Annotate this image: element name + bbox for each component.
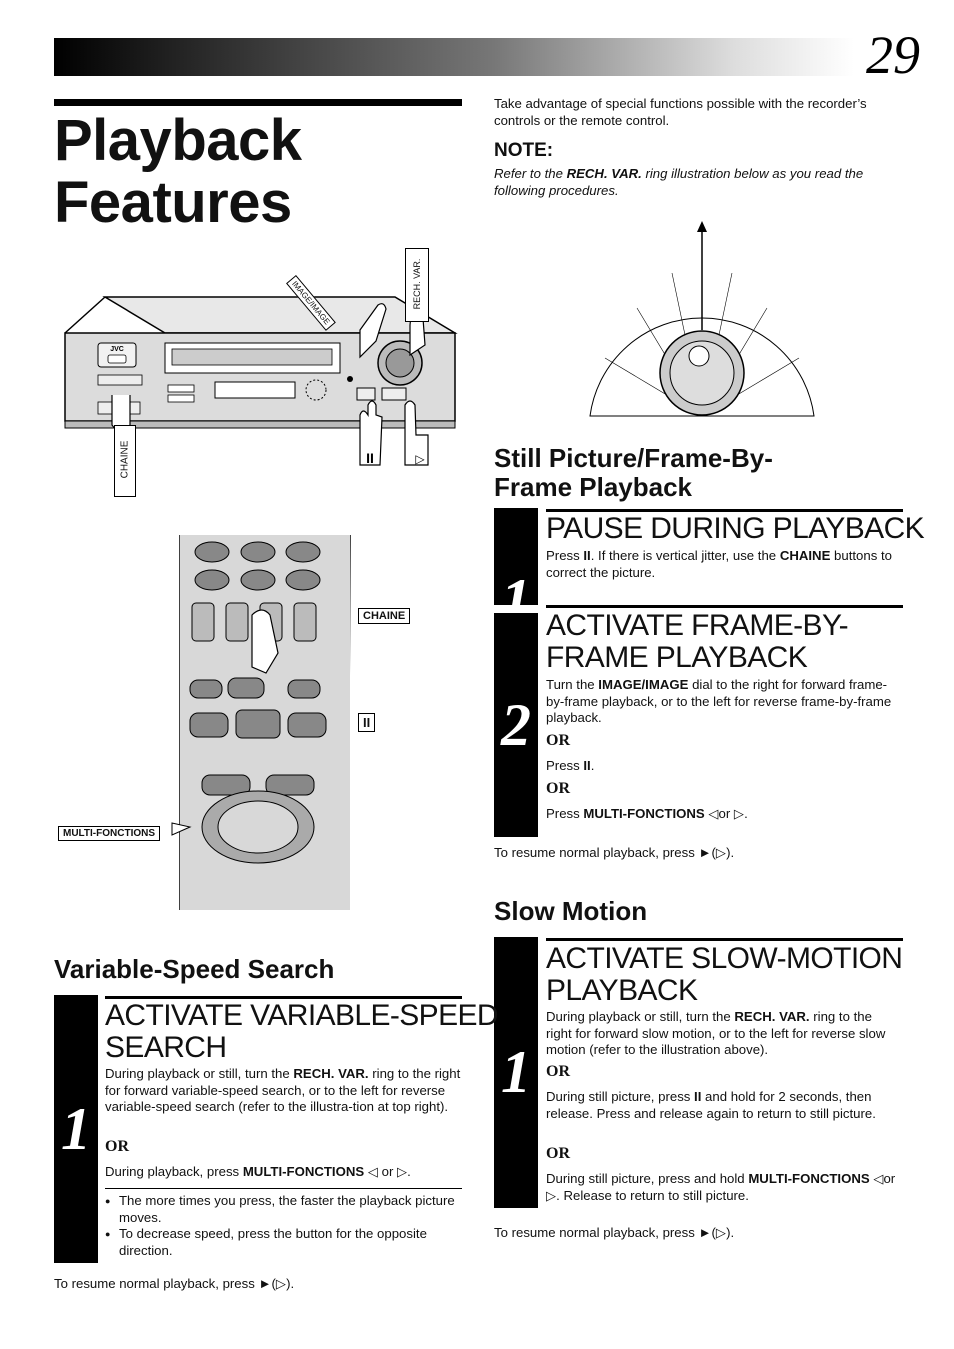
slow-step1-alt2: During still picture, press and hold MUL… bbox=[546, 1171, 896, 1203]
pause-button-label: II bbox=[366, 450, 374, 466]
rech-var-callout: RECH. VAR. bbox=[405, 248, 429, 322]
still-resume-text: To resume normal playback, press ►(▷). bbox=[494, 845, 735, 860]
intro-text: Take advantage of special functions poss… bbox=[494, 96, 867, 128]
multi-fonctions-callout: MULTI-FONCTIONS bbox=[58, 826, 161, 841]
slow-step1-rule bbox=[546, 938, 903, 941]
still-step2-or2: OR bbox=[546, 780, 570, 797]
still-step1-title: PAUSE DURING PLAYBACK bbox=[546, 512, 925, 545]
slow-step1-alt1: During still picture, press II and hold … bbox=[546, 1089, 876, 1121]
variable-step1-title: ACTIVATE VARIABLE-SPEED SEARCH bbox=[105, 999, 499, 1064]
still-step2-title: ACTIVATE FRAME-BY- FRAME PLAYBACK bbox=[546, 609, 849, 674]
slow-step1-number: 1 bbox=[494, 937, 538, 1208]
header-gradient-bar bbox=[54, 38, 854, 76]
page-title-line2: Features bbox=[54, 170, 292, 235]
variable-section-heading: Variable-Speed Search bbox=[54, 954, 335, 984]
pause-remote-callout: II bbox=[358, 713, 376, 732]
still-step2-number: 2 bbox=[494, 605, 538, 837]
still-step2-alt1: Press II. bbox=[546, 758, 595, 773]
page-title-line1: Playback bbox=[54, 108, 302, 173]
variable-step1-or1: OR bbox=[105, 1138, 129, 1155]
page-number: 29 bbox=[866, 25, 920, 85]
chaine-remote-callout: CHAINE bbox=[358, 608, 411, 624]
slow-step1-text: During playback or still, turn the RECH.… bbox=[546, 1009, 886, 1057]
remote-illustration bbox=[171, 535, 351, 910]
variable-bullet-item: To decrease speed, press the button for … bbox=[105, 1226, 455, 1259]
rech-var-ring-illustration bbox=[589, 221, 815, 417]
vcr-illustration: JVC II ▷ bbox=[64, 296, 458, 466]
variable-step1-alt1: During playback, press MULTI-FONCTIONS ◁… bbox=[105, 1164, 411, 1179]
variable-step1-number: 1 bbox=[54, 995, 98, 1263]
variable-step1-rule bbox=[105, 996, 462, 999]
slow-resume-text: To resume normal playback, press ►(▷). bbox=[494, 1225, 735, 1240]
slow-step1-or2: OR bbox=[546, 1145, 570, 1162]
still-step2-rule bbox=[546, 605, 903, 608]
note-heading: NOTE: bbox=[494, 140, 554, 161]
title-rule bbox=[54, 99, 462, 106]
slow-step1-title: ACTIVATE SLOW-MOTION PLAYBACK bbox=[546, 942, 903, 1007]
still-step2-alt2: Press MULTI-FONCTIONS ◁or ▷. bbox=[546, 806, 748, 821]
still-section-heading: Still Picture/Frame-By- Frame Playback bbox=[494, 443, 773, 502]
variable-step1-text: During playback or still, turn the RECH.… bbox=[105, 1066, 461, 1114]
note-text: Refer to the RECH. VAR. ring illustratio… bbox=[494, 166, 864, 198]
variable-bullet-list: The more times you press, the faster the… bbox=[105, 1193, 455, 1259]
still-step2-text: Turn the IMAGE/IMAGE dial to the right f… bbox=[546, 677, 892, 725]
variable-resume-text: To resume normal playback, press ►(▷). bbox=[54, 1276, 295, 1291]
page-title: Playback Features bbox=[54, 110, 302, 234]
vcr-brand-label: JVC bbox=[110, 346, 124, 353]
still-step1-text: Press II. If there is vertical jitter, u… bbox=[546, 548, 892, 580]
chaine-vcr-callout: CHAINE bbox=[114, 425, 136, 497]
still-step2-or1: OR bbox=[546, 732, 570, 749]
variable-bullet-item: The more times you press, the faster the… bbox=[105, 1193, 455, 1226]
variable-bullets-rule bbox=[105, 1188, 462, 1189]
slow-step1-or1: OR bbox=[546, 1063, 570, 1080]
play-button-label: ▷ bbox=[415, 452, 425, 466]
still-step1-rule bbox=[546, 509, 903, 512]
slow-section-heading: Slow Motion bbox=[494, 896, 648, 926]
